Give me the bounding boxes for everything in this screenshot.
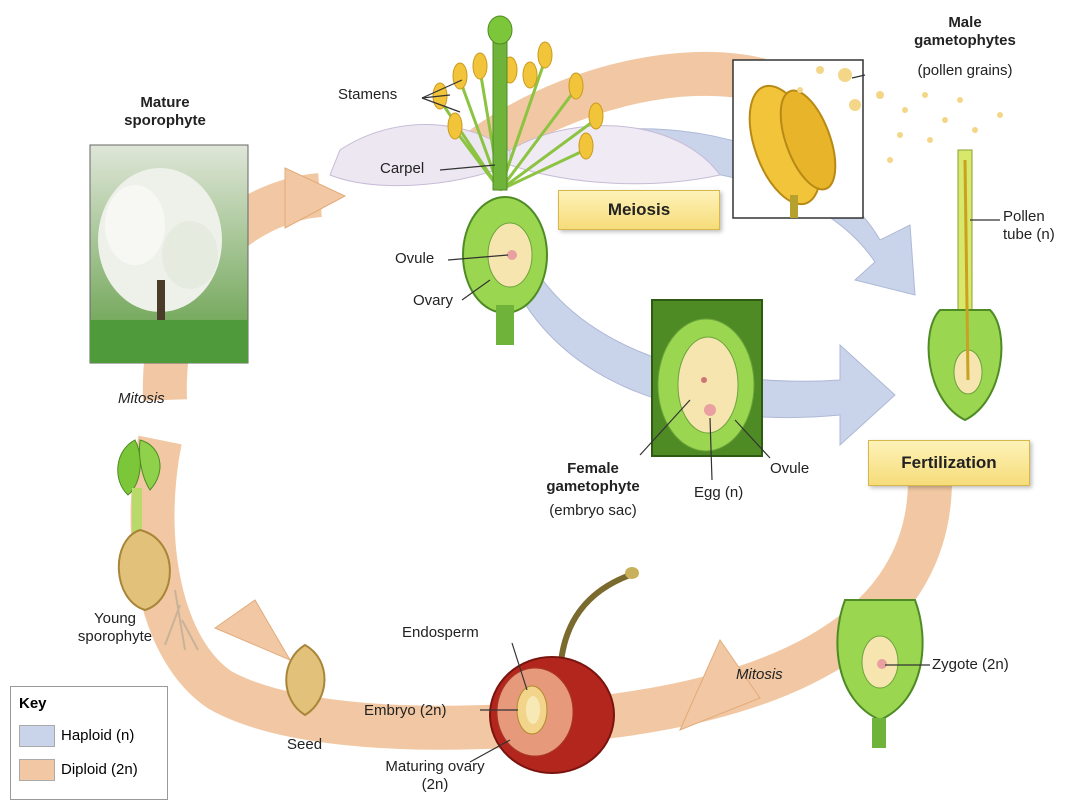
label-embryo-sac: (embryo sac) — [538, 502, 648, 520]
pollen-tube-illustration — [929, 150, 1002, 420]
fertilization-label: Fertilization — [901, 453, 996, 473]
zygote-illustration — [837, 600, 922, 748]
fertilization-stage-box: Fertilization — [868, 440, 1030, 486]
label-pollen-grains: (pollen grains) — [880, 62, 1050, 80]
label-zygote: Zygote (2n) — [932, 656, 1009, 674]
key-title: Key — [19, 695, 47, 712]
haploid-swatch — [19, 725, 55, 747]
label-ovule-2: Ovule — [770, 460, 809, 478]
embryo-sac-inset — [652, 300, 762, 456]
haploid-label: Haploid (n) — [61, 727, 134, 744]
label-egg: Egg (n) — [694, 484, 743, 502]
cherry-illustration — [490, 567, 639, 773]
tree-photo — [90, 145, 248, 363]
label-ovary: Ovary — [413, 292, 453, 310]
label-pollen-tube: Pollen tube (n) — [1003, 208, 1063, 244]
label-young-sporophyte: Young sporophyte — [60, 610, 170, 646]
arrowhead-to-seed — [215, 600, 290, 660]
meiosis-stage-box: Meiosis — [558, 190, 720, 230]
label-endosperm: Endosperm — [402, 624, 479, 642]
label-ovule: Ovule — [395, 250, 434, 268]
label-stamens: Stamens — [338, 86, 397, 104]
meiosis-label: Meiosis — [608, 200, 670, 220]
label-male-gametophytes: Male gametophytes — [880, 14, 1050, 50]
label-seed: Seed — [287, 736, 322, 754]
diploid-label: Diploid (2n) — [61, 761, 138, 778]
label-mitosis-left: Mitosis — [118, 390, 165, 408]
label-female-gametophyte: Female gametophyte — [538, 460, 648, 496]
pollen-inset — [733, 60, 863, 218]
key-legend: Key Haploid (n) Diploid (2n) — [10, 686, 168, 800]
diploid-swatch — [19, 759, 55, 781]
label-mature-sporophyte: Mature sporophyte — [110, 94, 220, 130]
label-embryo: Embryo (2n) — [364, 702, 447, 720]
label-carpel: Carpel — [380, 160, 424, 178]
label-mitosis-right: Mitosis — [736, 666, 783, 684]
label-maturing-ovary: Maturing ovary (2n) — [385, 758, 485, 794]
